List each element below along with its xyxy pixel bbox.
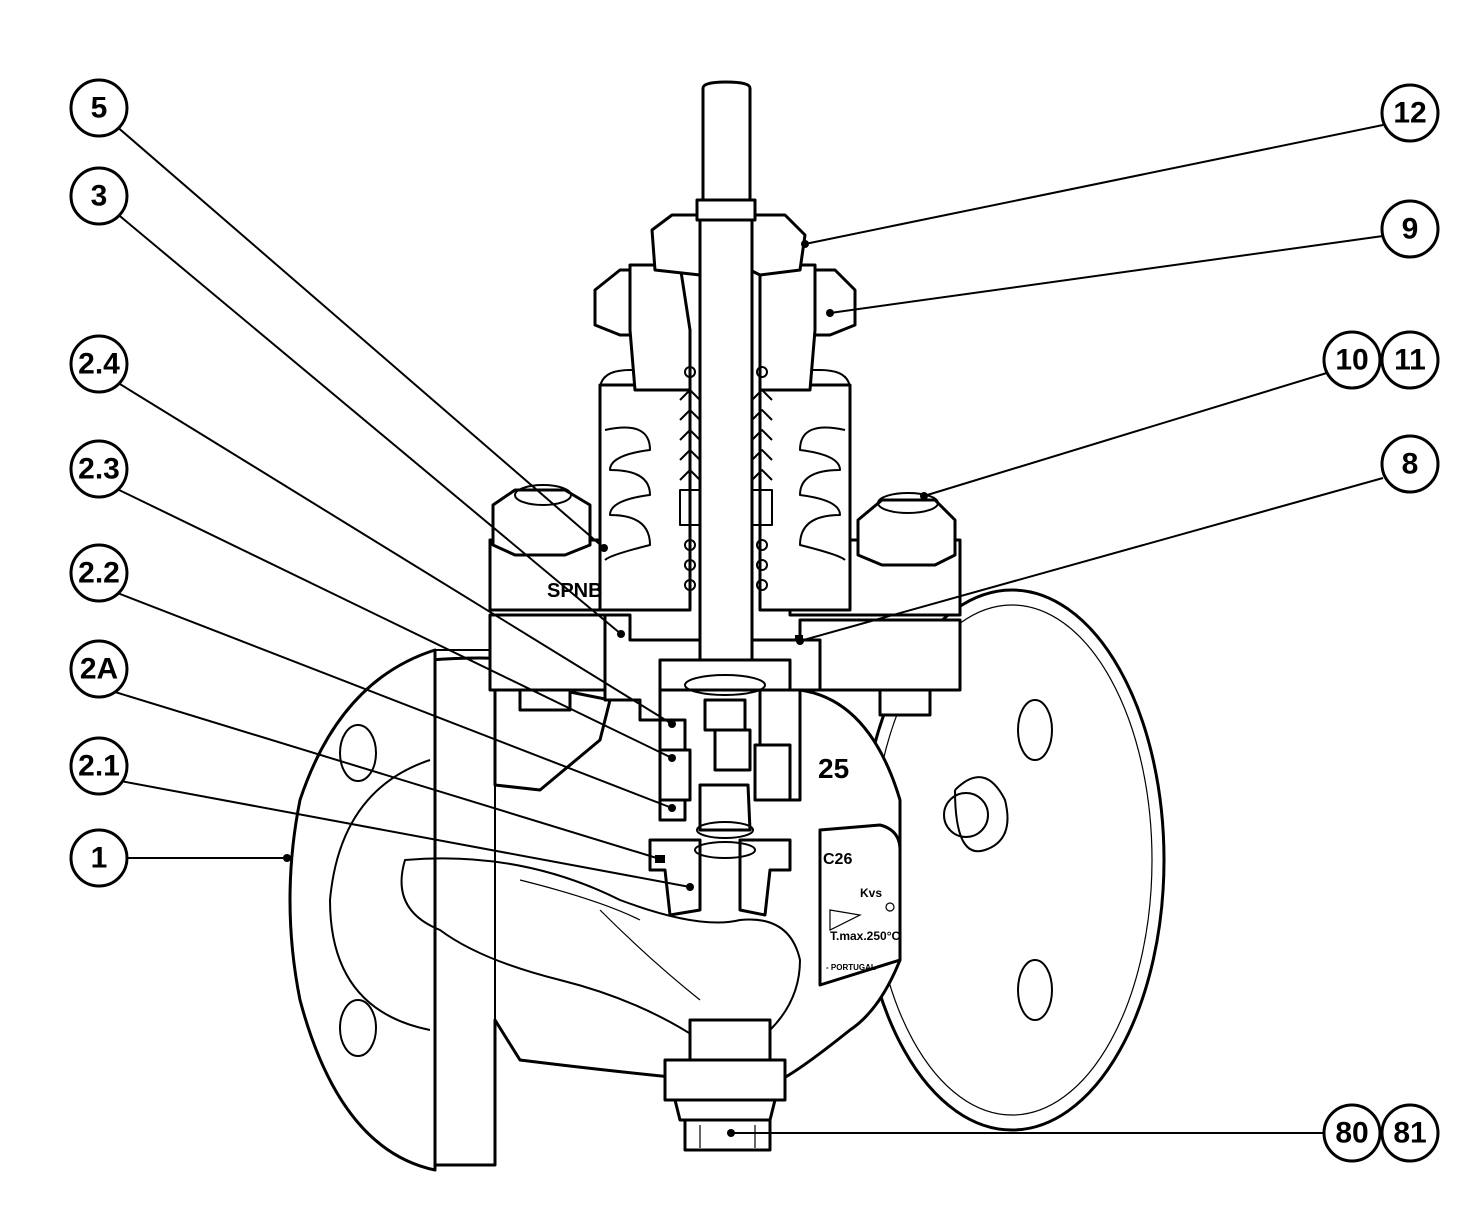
callout-2-2-label: 2.2 (78, 557, 120, 590)
callout-3: 3 (69, 166, 129, 226)
callout-80-label: 80 (1335, 1117, 1368, 1150)
callout-2a: 2A (69, 639, 129, 699)
callout-9: 9 (1380, 199, 1440, 259)
callout-81-label: 81 (1393, 1117, 1426, 1150)
bonnet-logo-text: SPNB (547, 580, 603, 602)
callout-3-label: 3 (91, 180, 108, 213)
callout-81: 81 (1380, 1103, 1440, 1163)
callout-2-4: 2.4 (69, 334, 129, 394)
callout-8: 8 (1380, 434, 1440, 494)
callout-2-3-label: 2.3 (78, 453, 120, 486)
callout-11: 11 (1380, 330, 1440, 390)
callout-5-label: 5 (91, 92, 108, 125)
callout-1: 1 (69, 828, 129, 888)
leader-lines (114, 124, 1384, 1137)
callout-2-1-label: 2.1 (78, 750, 120, 783)
callout-8-label: 8 (1402, 448, 1419, 481)
callout-2-3: 2.3 (69, 439, 129, 499)
callout-10: 10 (1322, 330, 1382, 390)
plate-model-text: C26 (823, 851, 852, 868)
callout-1-label: 1 (91, 842, 108, 875)
bottom-drain-plug (663, 1018, 787, 1152)
callout-5: 5 (69, 78, 129, 138)
valve-stem (679, 80, 773, 662)
callout-2-1: 2.1 (69, 736, 129, 796)
callout-80: 80 (1322, 1103, 1382, 1163)
bonnet-assembly (488, 213, 962, 792)
callout-10-label: 10 (1335, 344, 1368, 377)
body-size-marking: 25 (818, 753, 849, 784)
callout-2a-label: 2A (80, 653, 118, 686)
callout-9-label: 9 (1402, 213, 1419, 246)
callout-12-label: 12 (1393, 97, 1426, 130)
callout-12: 12 (1380, 83, 1440, 143)
packing-rings (679, 366, 773, 591)
callout-2-4-label: 2.4 (78, 348, 120, 381)
plate-origin-text: - PORTUGAL (826, 963, 876, 972)
plate-tmax-text: T.max.250°C (830, 929, 901, 943)
callout-11-label: 11 (1394, 344, 1426, 377)
callout-2-2: 2.2 (69, 543, 129, 603)
plate-kvs-text: Kvs (860, 886, 882, 900)
